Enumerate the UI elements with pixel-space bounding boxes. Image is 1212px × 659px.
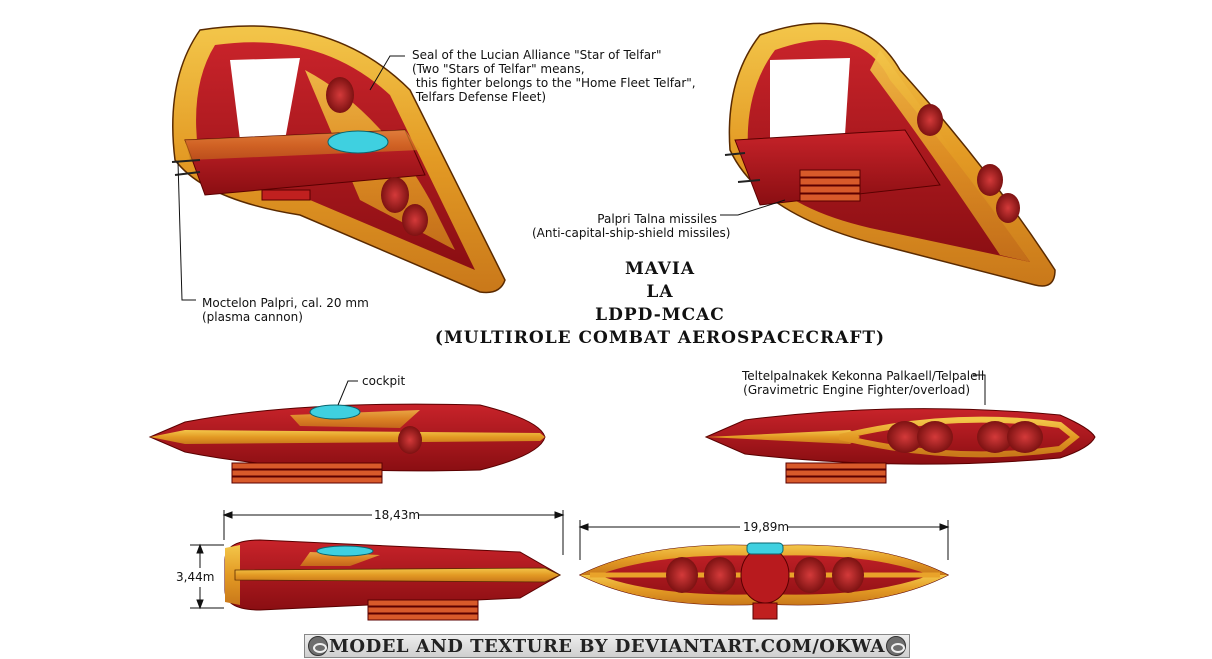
- cockpit-annotation: cockpit: [362, 374, 406, 388]
- span-dimension-label: 19,89m: [743, 520, 790, 534]
- fighter-bottom-view: [704, 408, 1096, 484]
- seal-line-4: Telfars Defense Fleet): [412, 90, 547, 104]
- seal-line-3: this fighter belongs to the "Home Fleet …: [412, 76, 696, 90]
- engine-annotation: Teltelpalnakek Kekonna Palkaell/Telpalel…: [742, 369, 985, 397]
- logo-left-icon: [308, 636, 328, 656]
- height-dimension-label: 3,44m: [176, 570, 215, 584]
- seal-line-1: Seal of the Lucian Alliance "Star of Tel…: [412, 48, 662, 62]
- title-line-4: (MULTIROLE COMBAT AEROSPACECRAFT): [434, 328, 886, 348]
- missiles-line-1: Palpri Talna missiles: [597, 212, 717, 226]
- diagram-title: MAVIA LA LDPD-MCAC (MULTIROLE COMBAT AER…: [420, 258, 900, 350]
- fighter-perspective-right: [724, 22, 1056, 287]
- cannon-line-2: (plasma cannon): [202, 310, 303, 324]
- title-line-3: LDPD-MCAC: [595, 305, 725, 325]
- credit-banner: MODEL AND TEXTURE BY DEVIANTART.COM/OKWA: [304, 634, 910, 658]
- title-line-1: MAVIA: [624, 259, 696, 279]
- dimension-lines: [190, 510, 950, 610]
- fighter-top-view: [224, 539, 562, 621]
- cannon-annotation: Moctelon Palpri, cal. 20 mm (plasma cann…: [202, 296, 369, 324]
- fighter-side-view: [148, 403, 546, 484]
- fighter-front-view: [578, 542, 950, 620]
- engine-line-2: (Gravimetric Engine Fighter/overload): [743, 383, 970, 397]
- title-line-2: LA: [646, 282, 674, 302]
- engine-line-1: Teltelpalnakek Kekonna Palkaell/Telpalel…: [742, 369, 985, 383]
- fighter-perspective-left: [171, 25, 506, 294]
- credit-text: MODEL AND TEXTURE BY DEVIANTART.COM/OKWA: [329, 635, 885, 657]
- leader-lines: [177, 55, 986, 406]
- logo-right-icon: [886, 636, 906, 656]
- missiles-annotation: Palpri Talna missiles (Anti-capital-ship…: [532, 212, 731, 240]
- seal-annotation: Seal of the Lucian Alliance "Star of Tel…: [412, 48, 696, 104]
- length-dimension-label: 18,43m: [374, 508, 421, 522]
- missiles-line-2: (Anti-capital-ship-shield missiles): [532, 226, 731, 240]
- cannon-line-1: Moctelon Palpri, cal. 20 mm: [202, 296, 369, 310]
- seal-line-2: (Two "Stars of Telfar" means,: [412, 62, 585, 76]
